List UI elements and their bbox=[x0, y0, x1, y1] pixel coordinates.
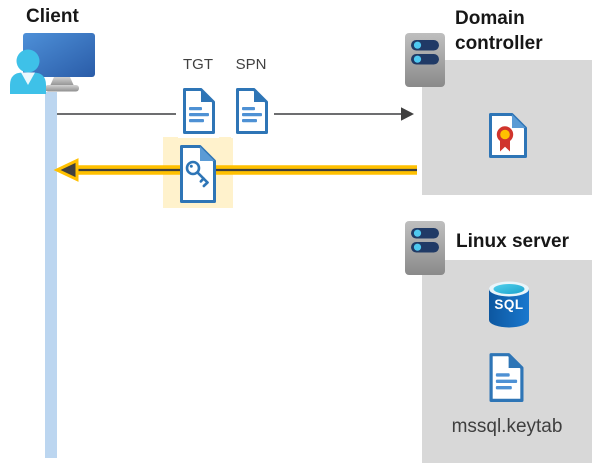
service-ticket-key-icon bbox=[179, 144, 217, 204]
request-arrow bbox=[57, 107, 414, 121]
monitor-icon bbox=[23, 33, 95, 92]
spn-label: SPN bbox=[235, 56, 267, 73]
domain-controller-label: Domain controller bbox=[455, 8, 543, 54]
client-device-icon bbox=[8, 28, 100, 94]
linux-server-label: Linux server bbox=[456, 231, 569, 252]
certificate-icon bbox=[488, 112, 528, 159]
client-lifeline-bar bbox=[45, 92, 57, 458]
response-arrow bbox=[53, 158, 417, 182]
tgt-label: TGT bbox=[183, 56, 213, 73]
keytab-file-icon bbox=[488, 352, 525, 403]
domain-controller-server-icon bbox=[404, 32, 446, 88]
spn-ticket-icon bbox=[231, 84, 272, 138]
user-icon bbox=[10, 49, 46, 94]
tgt-ticket-icon bbox=[178, 84, 219, 138]
key-glyph bbox=[185, 160, 209, 188]
linux-server-icon bbox=[404, 220, 446, 276]
keytab-filename-label: mssql.keytab bbox=[451, 416, 563, 437]
sql-badge-text: SQL bbox=[494, 297, 524, 312]
client-label: Client bbox=[26, 6, 79, 27]
sql-database-icon: SQL bbox=[486, 280, 532, 330]
